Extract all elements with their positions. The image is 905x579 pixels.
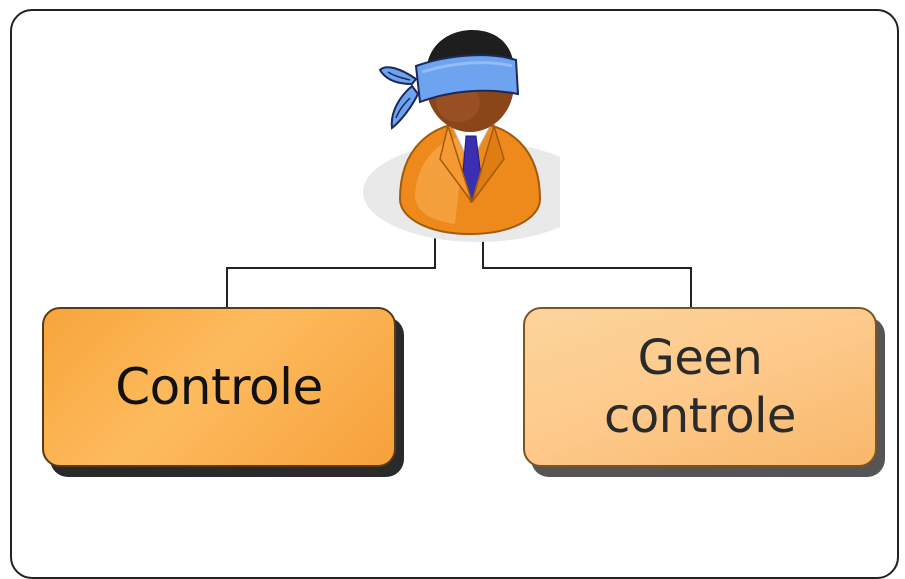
controle-box: Controle: [42, 307, 396, 467]
geen-controle-box: Geen controle: [523, 307, 877, 467]
geen-controle-label-line2: controle: [604, 388, 796, 444]
controle-label: Controle: [115, 358, 323, 416]
connector-right: [482, 238, 692, 307]
blindfolded-businessman-icon: [363, 30, 560, 242]
hierarchy-connector: [226, 238, 692, 307]
geen-controle-label: Geen controle: [604, 329, 796, 445]
connector-left: [226, 238, 436, 307]
geen-controle-label-line1: Geen: [637, 330, 763, 386]
